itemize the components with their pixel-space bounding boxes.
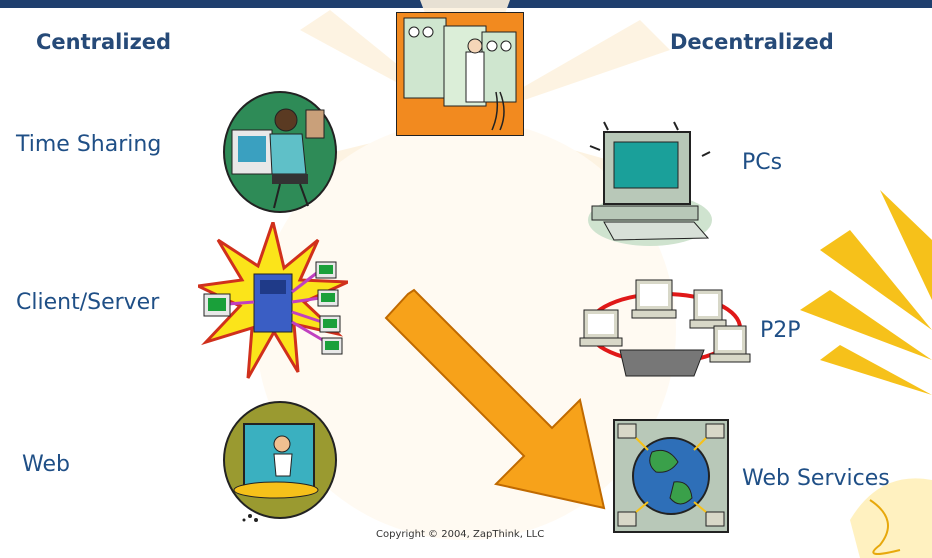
personal-computer-icon bbox=[588, 121, 712, 246]
orange-arrow-icon bbox=[384, 288, 606, 510]
centralized-heading: Centralized bbox=[36, 30, 172, 54]
client-server-label: Client/Server bbox=[16, 290, 160, 315]
p2p-network-icon bbox=[579, 279, 751, 377]
decentralized-heading: Decentralized bbox=[670, 30, 834, 54]
time-sharing-label: Time Sharing bbox=[16, 132, 162, 157]
copyright-text: Copyright © 2004, ZapThink, LLC bbox=[376, 529, 545, 540]
globe-network-icon bbox=[613, 419, 729, 533]
client-server-network-icon bbox=[198, 222, 348, 379]
mainframe-computer-icon bbox=[396, 12, 524, 136]
web-label: Web bbox=[22, 452, 70, 477]
web-surfer-icon bbox=[223, 401, 337, 522]
p2p-label: P2P bbox=[760, 318, 801, 343]
time-sharing-user-icon bbox=[223, 91, 337, 213]
web-services-label: Web Services bbox=[742, 466, 890, 491]
pcs-label: PCs bbox=[742, 150, 783, 175]
